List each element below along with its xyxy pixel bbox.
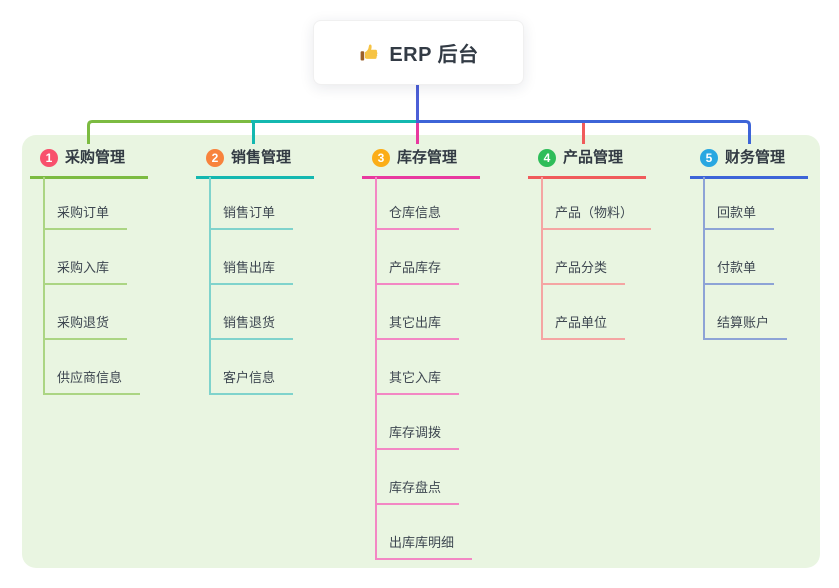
thumbs-up-icon (358, 42, 380, 63)
child-node[interactable]: 销售退货 (209, 310, 294, 340)
branch-number-badge: 2 (206, 149, 224, 167)
branch-number-badge: 5 (700, 149, 718, 167)
branch-node-3[interactable]: 3 库存管理 (362, 149, 480, 179)
child-node[interactable]: 采购入库 (43, 255, 128, 285)
branch-title: 财务管理 (725, 149, 786, 166)
child-node[interactable]: 采购退货 (43, 310, 128, 340)
child-node[interactable]: 产品分类 (541, 255, 626, 285)
branch-title: 销售管理 (231, 149, 292, 166)
branch-number-badge: 4 (538, 149, 556, 167)
branch-number-badge: 3 (372, 149, 390, 167)
child-node[interactable]: 产品（物料） (541, 200, 652, 230)
child-node[interactable]: 仓库信息 (375, 200, 460, 230)
branch-title: 产品管理 (563, 149, 624, 166)
branch-child-connector (541, 177, 543, 340)
child-node[interactable]: 客户信息 (209, 365, 294, 395)
child-node[interactable]: 其它出库 (375, 310, 460, 340)
branch-title: 库存管理 (397, 149, 458, 166)
child-node[interactable]: 出库库明细 (375, 530, 473, 560)
branch-node-4[interactable]: 4 产品管理 (528, 149, 646, 179)
root-node-label: ERP 后台 (389, 44, 479, 66)
branch-child-connector (703, 177, 705, 340)
child-node[interactable]: 销售订单 (209, 200, 294, 230)
child-node[interactable]: 付款单 (703, 255, 775, 285)
branch-number-badge: 1 (40, 149, 58, 167)
child-node[interactable]: 销售出库 (209, 255, 294, 285)
child-node[interactable]: 产品库存 (375, 255, 460, 285)
branch-child-connector (43, 177, 45, 395)
branch-node-1[interactable]: 1 采购管理 (30, 149, 148, 179)
branch-node-5[interactable]: 5 财务管理 (690, 149, 808, 179)
child-node[interactable]: 库存盘点 (375, 475, 460, 505)
branch-child-connector (375, 177, 377, 560)
child-node[interactable]: 回款单 (703, 200, 775, 230)
root-node-erp[interactable]: ERP 后台 (313, 20, 524, 85)
child-node[interactable]: 采购订单 (43, 200, 128, 230)
child-node[interactable]: 产品单位 (541, 310, 626, 340)
child-node[interactable]: 其它入库 (375, 365, 460, 395)
branch-title: 采购管理 (65, 149, 126, 166)
child-node[interactable]: 结算账户 (703, 310, 788, 340)
child-node[interactable]: 库存调拨 (375, 420, 460, 450)
branches-panel (22, 135, 820, 568)
branch-node-2[interactable]: 2 销售管理 (196, 149, 314, 179)
branch-child-connector (209, 177, 211, 395)
child-node[interactable]: 供应商信息 (43, 365, 141, 395)
